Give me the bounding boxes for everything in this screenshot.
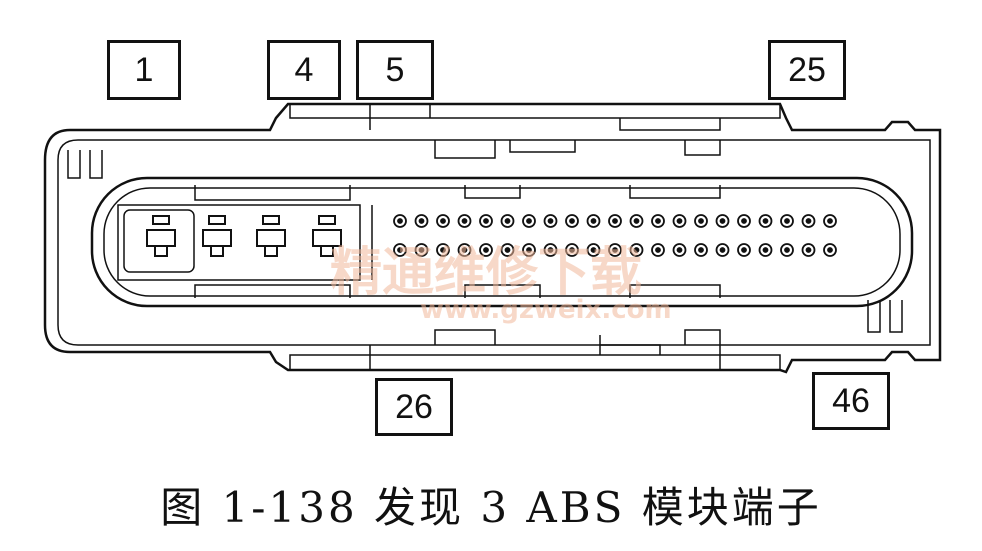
signal-pin [780,214,794,228]
signal-pin [565,214,579,228]
signal-pin-center [483,247,489,253]
signal-pin-center [676,218,683,224]
signal-pin-center [719,218,726,224]
signal-pin [436,214,450,228]
watermark-url: www.gzweix.com [420,295,672,325]
power-terminal [256,215,286,257]
signal-pin [543,243,558,257]
signal-pin-center [504,247,511,253]
signal-pin [715,243,730,257]
watermark-cn: 精通维修下载 [330,243,642,303]
signal-pin-center [461,218,468,224]
pin-label-46: 46 [812,372,890,430]
signal-pin [672,243,687,257]
signal-pin-center [762,247,769,253]
signal-pin [737,214,751,228]
signal-pin-center [784,218,790,224]
signal-pin [479,243,493,257]
signal-pin [608,214,622,228]
signal-pin [629,243,644,257]
signal-pin [522,214,536,228]
signal-pin-center [741,247,747,253]
signal-pin [586,243,601,257]
pin-label-5: 5 [356,40,434,100]
figure-caption: 图 1-138 发现 3 ABS 模块端子 [160,483,822,532]
signal-pin [414,214,429,228]
signal-pin [823,243,837,257]
pin-label-1: 1 [107,40,181,100]
signal-pin-center [805,247,812,253]
signal-pin [500,214,515,228]
signal-pin [479,214,493,228]
signal-pin-center [397,247,403,253]
signal-pin [801,243,816,257]
signal-pin-center [633,247,640,253]
signal-pin-center [397,218,403,224]
signal-pin [672,214,687,228]
signal-pin [393,243,407,257]
signal-pin [823,214,837,228]
signal-pin-center [612,247,618,253]
signal-pin-center [461,247,468,253]
signal-pin-center [827,247,833,253]
signal-pin-center [655,247,661,253]
signal-pin-center [547,218,554,224]
signal-pin-center [547,247,554,253]
signal-pin-center [526,218,532,224]
signal-pin [694,243,708,257]
signal-pin [758,243,773,257]
signal-pin-center [784,247,790,253]
signal-pin [715,214,730,228]
signal-pin-center [698,218,704,224]
signal-pin [543,214,558,228]
signal-pin [414,243,429,257]
power-terminal [202,215,232,257]
signal-pin-center [504,218,511,224]
power-terminal [312,215,342,257]
signal-pin-center [827,218,833,224]
signal-pin-center [612,218,618,224]
signal-pin [457,243,472,257]
signal-pin [522,243,536,257]
signal-pin-center [762,218,769,224]
signal-pin [651,214,665,228]
pin-label-25: 25 [768,40,846,100]
signal-pin [436,243,450,257]
signal-pin-center [440,218,446,224]
signal-pin-center [418,218,425,224]
signal-pin-center [569,218,575,224]
signal-pin [586,214,601,228]
signal-pin-center [698,247,704,253]
signal-pin [651,243,665,257]
signal-pin-center [655,218,661,224]
signal-pin-center [719,247,726,253]
signal-pin [737,243,751,257]
signal-pin [694,214,708,228]
signal-pin [801,214,816,228]
signal-pin [393,214,407,228]
signal-pin-center [526,247,532,253]
signal-pin-center [805,218,812,224]
signal-pin-center [741,218,747,224]
signal-pin-center [590,218,597,224]
power-terminal [146,215,176,257]
pin-label-26: 26 [375,378,453,436]
signal-pin [780,243,794,257]
signal-pin [629,214,644,228]
signal-pin-center [590,247,597,253]
signal-pin-center [633,218,640,224]
signal-pin [758,214,773,228]
signal-pin [565,243,579,257]
signal-pin [457,214,472,228]
signal-pin-center [569,247,575,253]
signal-pin-center [676,247,683,253]
signal-pin-center [483,218,489,224]
signal-pin [608,243,622,257]
signal-pin-center [418,247,425,253]
signal-pin [500,243,515,257]
signal-pin-center [440,247,446,253]
pin-label-4: 4 [267,40,341,100]
